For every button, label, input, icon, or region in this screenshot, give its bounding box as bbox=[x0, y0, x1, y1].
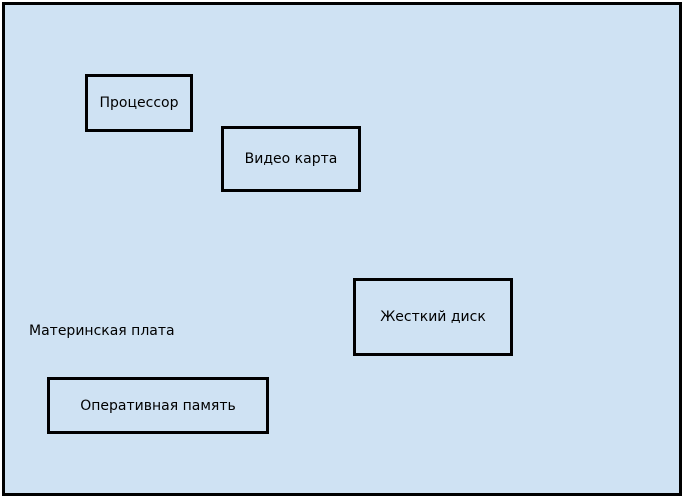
motherboard-label: Материнская плата bbox=[29, 323, 175, 339]
ram-block: Оперативная память bbox=[47, 377, 269, 434]
cpu-label: Процессор bbox=[99, 95, 179, 111]
cpu-block: Процессор bbox=[85, 74, 193, 132]
video-card-block: Видео карта bbox=[221, 126, 361, 192]
hard-disk-label: Жесткий диск bbox=[380, 309, 486, 325]
video-card-label: Видео карта bbox=[244, 151, 338, 167]
ram-label: Оперативная память bbox=[80, 397, 236, 414]
hard-disk-block: Жесткий диск bbox=[353, 278, 513, 356]
